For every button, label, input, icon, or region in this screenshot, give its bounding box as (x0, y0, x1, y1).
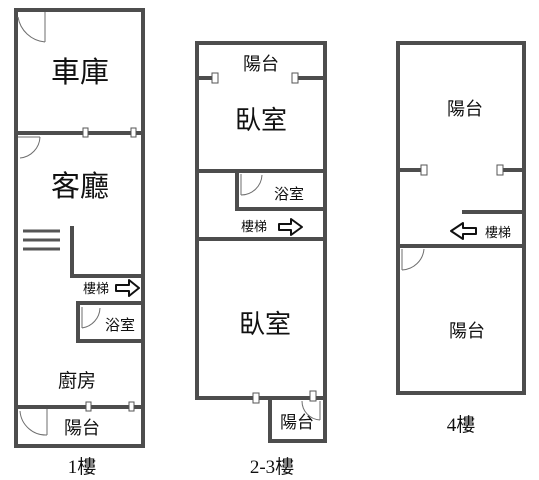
stairs-label: 樓梯 (485, 226, 511, 241)
stairs-label: 樓梯 (83, 282, 109, 297)
balcony-label: 陽台 (64, 418, 100, 439)
floor-1-plan: 車庫 客廳 樓梯 浴室 廚房 陽台 1樓 (14, 8, 145, 478)
bedroom-top-label: 臥室 (235, 106, 287, 136)
kitchen-label: 廚房 (58, 369, 96, 392)
living-room-label: 客廳 (51, 169, 109, 203)
stairs-arrow-icon (450, 222, 477, 240)
bathroom-label: 浴室 (105, 316, 135, 334)
bedroom-bottom-label: 臥室 (239, 310, 291, 340)
floor-2-3-caption: 2-3樓 (250, 456, 294, 478)
stairs-arrow-icon (278, 218, 303, 236)
floor-4-plan: 陽台 樓梯 陽台 4樓 (396, 41, 526, 436)
bathroom-label: 浴室 (274, 185, 304, 203)
balcony-bottom-label: 陽台 (449, 321, 485, 342)
floor-1-caption: 1樓 (68, 456, 97, 478)
floor-4-caption: 4樓 (447, 414, 476, 436)
floor-2-3-plan: 陽台 臥室 浴室 樓梯 臥室 陽台 2-3樓 (195, 41, 327, 478)
balcony-top-label: 陽台 (243, 54, 279, 75)
garage-label: 車庫 (51, 55, 109, 89)
stairs-arrow-icon (115, 279, 140, 297)
balcony-top-label: 陽台 (447, 99, 483, 120)
balcony-bottom-label: 陽台 (280, 413, 314, 433)
stairs-label: 樓梯 (241, 220, 267, 235)
